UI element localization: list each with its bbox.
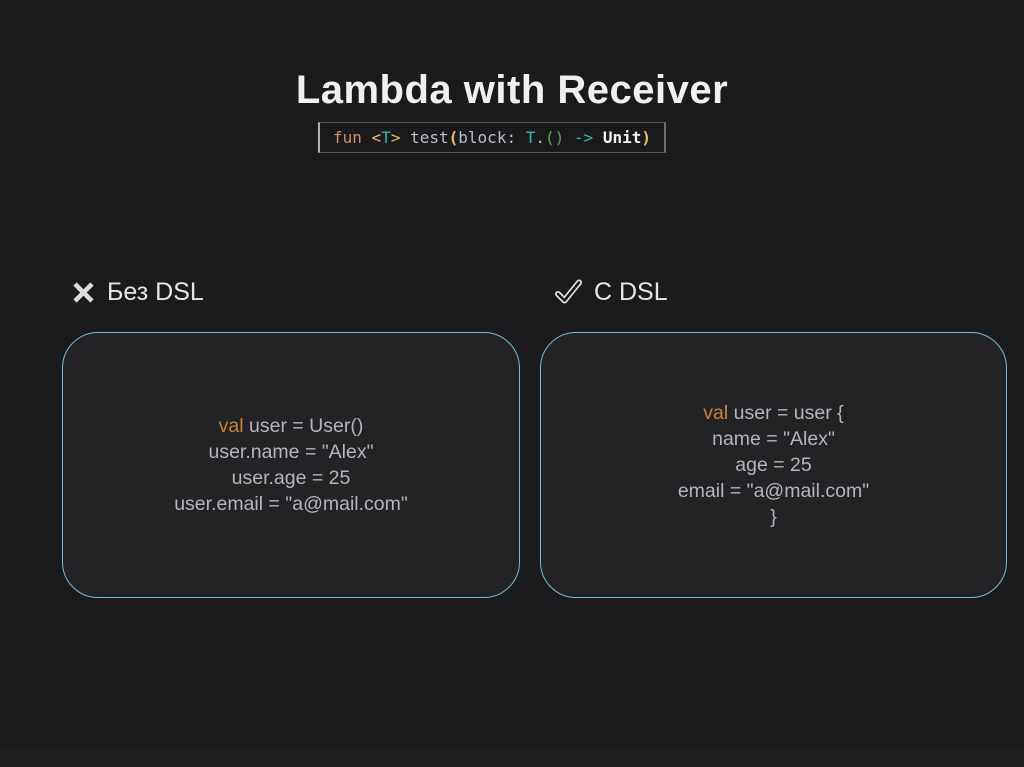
- code-line: name = "Alex": [678, 426, 869, 452]
- code-token: .: [535, 128, 545, 147]
- code-token: email = "a@mail.com": [677, 480, 870, 502]
- x-mark-icon: [73, 281, 94, 303]
- code-token: val: [218, 415, 244, 437]
- code-token: user.age = 25: [231, 467, 351, 489]
- section-header-with-dsl: С DSL: [554, 277, 668, 307]
- code-token: ->: [573, 128, 594, 147]
- code-line: user.age = 25: [174, 465, 408, 491]
- code-token: fun: [333, 128, 362, 147]
- code-block-no-dsl: val user = User()user.name = "Alex"user.…: [174, 413, 408, 517]
- code-line: age = 25: [678, 452, 869, 478]
- function-signature-box: fun <T> test(block: T.() -> Unit): [318, 122, 666, 153]
- code-token: Unit: [602, 128, 642, 147]
- code-line: user.name = "Alex": [174, 439, 408, 465]
- code-token: user = User(): [243, 415, 364, 437]
- function-signature-code: fun <T> test(block: T.() -> Unit): [333, 128, 651, 147]
- code-token: ): [641, 128, 651, 147]
- code-line: email = "a@mail.com": [678, 478, 869, 504]
- code-token: [593, 128, 603, 147]
- code-token: name = "Alex": [712, 428, 835, 450]
- section-label-no-dsl: Без DSL: [107, 277, 204, 306]
- section-header-no-dsl: Без DSL: [71, 277, 204, 307]
- code-token: user.email = "a@mail.com": [174, 493, 408, 515]
- code-token: age = 25: [735, 454, 812, 476]
- code-token: user = user {: [728, 402, 844, 424]
- code-token: val: [703, 402, 729, 424]
- code-line: user.email = "a@mail.com": [174, 491, 408, 517]
- code-token: [362, 128, 372, 147]
- code-panel-no-dsl: val user = User()user.name = "Alex"user.…: [62, 332, 520, 598]
- bottom-strip: [0, 747, 1024, 767]
- code-line: val user = user {: [678, 400, 869, 426]
- code-token: [564, 128, 574, 147]
- code-token: block:: [458, 128, 526, 147]
- code-token: user.name = "Alex": [208, 441, 374, 463]
- slide-title: Lambda with Receiver: [295, 68, 729, 112]
- check-icon: [555, 279, 582, 304]
- code-line: val user = User(): [174, 413, 408, 439]
- code-token: <: [371, 128, 382, 147]
- code-token: T: [525, 128, 536, 147]
- code-token: (): [545, 128, 565, 147]
- code-token: (: [448, 128, 459, 147]
- code-token: >: [390, 128, 401, 147]
- code-token: test: [400, 128, 449, 147]
- code-line: }: [678, 504, 869, 530]
- code-token: T: [381, 128, 391, 147]
- section-label-with-dsl: С DSL: [594, 277, 668, 306]
- code-token: }: [770, 506, 777, 528]
